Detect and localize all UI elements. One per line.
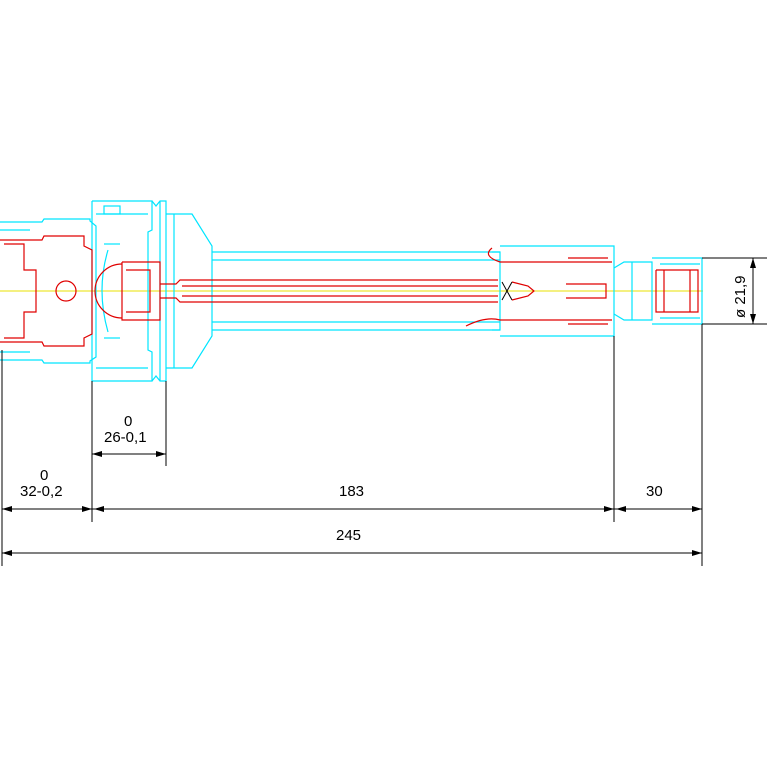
dim-26-label: 26-0,1	[104, 429, 147, 446]
tool-outline	[0, 200, 703, 382]
bore-mark	[501, 281, 513, 301]
dimension-lines	[1, 257, 767, 566]
dim-245-label: 245	[336, 527, 361, 544]
dim-32-tolerance: 0	[40, 467, 48, 484]
dim-30-label: 30	[646, 483, 663, 500]
dim-diameter-label: ø 21,9	[732, 275, 749, 318]
tool-section	[0, 235, 699, 347]
dim-32-label: 32-0,2	[20, 483, 63, 500]
dim-183-label: 183	[339, 483, 364, 500]
dim-26-tolerance: 0	[124, 413, 132, 430]
